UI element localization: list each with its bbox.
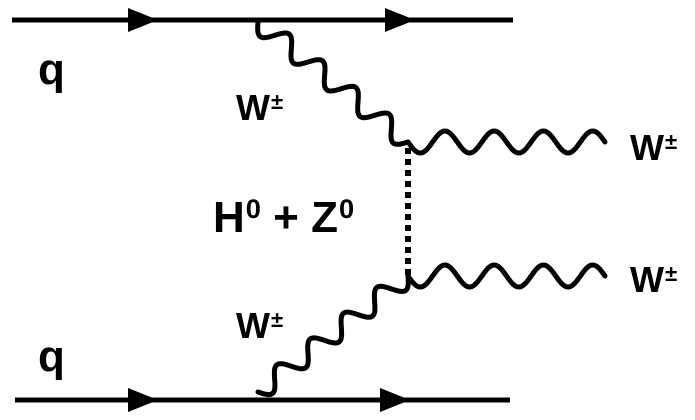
bottom-quark-arrow-1 bbox=[128, 388, 158, 412]
top-quark-arrow-1 bbox=[128, 8, 158, 32]
top-quark-arrow-2 bbox=[385, 8, 415, 32]
quark-label-top: q bbox=[38, 45, 65, 94]
w-boson-bottom-left bbox=[255, 273, 411, 398]
w-label-out-bottom: W± bbox=[630, 259, 678, 300]
bottom-quark-arrow-2 bbox=[380, 388, 410, 412]
w-boson-out-top bbox=[405, 128, 608, 156]
w-label-top-left: W± bbox=[236, 87, 284, 128]
w-label-out-top: W± bbox=[630, 127, 678, 168]
quark-label-bottom: q bbox=[38, 332, 65, 381]
w-boson-out-bottom bbox=[405, 262, 608, 290]
w-label-bottom-left: W± bbox=[236, 305, 284, 346]
exchange-label: H0 + Z0 bbox=[213, 193, 355, 242]
w-boson-top-left bbox=[255, 19, 411, 147]
